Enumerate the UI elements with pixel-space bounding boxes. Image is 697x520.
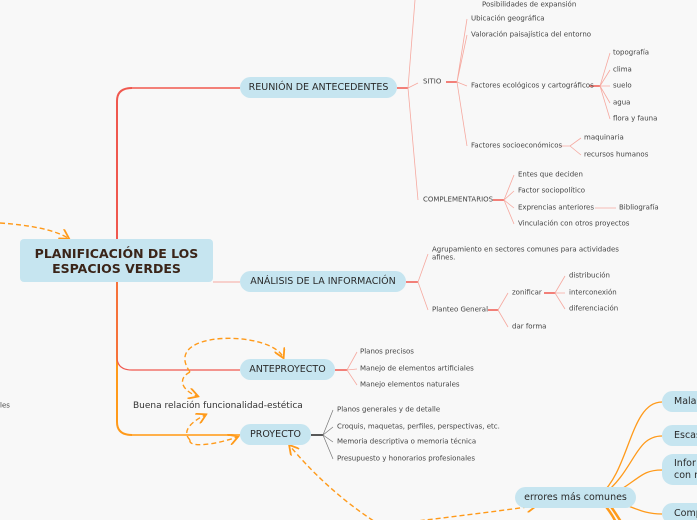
- subtopic-item[interactable]: Vinculación con otros proyectos: [518, 219, 630, 228]
- subtopic-item[interactable]: maquinaria: [584, 133, 624, 142]
- errores-item-label: Mala: [674, 395, 697, 407]
- floating-errores[interactable]: errores más comunes: [515, 487, 636, 508]
- subtopic-item[interactable]: Memoria descriptiva o memoria técnica: [337, 437, 477, 446]
- subtopic-item[interactable]: interconexión: [569, 288, 617, 297]
- subtopic-item[interactable]: agua: [613, 98, 631, 107]
- subtopic-item[interactable]: flora y fauna: [613, 114, 658, 123]
- errores-item-label: Comp: [674, 507, 697, 519]
- subtopic-planteo[interactable]: Planteo General: [432, 305, 489, 314]
- subtopic-dar-forma[interactable]: dar forma: [512, 322, 547, 331]
- subtopic-item[interactable]: topografía: [613, 48, 650, 57]
- trunk-red: [116, 87, 240, 239]
- subtopic-item[interactable]: diferenciación: [569, 304, 619, 313]
- floating-buena-relacion[interactable]: Buena relación funcionalidad-estética: [133, 401, 303, 411]
- subtopic-item[interactable]: Ubicación geográfica: [471, 14, 545, 23]
- subtopic-posibilidades[interactable]: Posibilidades de expansión: [482, 0, 577, 9]
- topic-reunion[interactable]: REUNIÓN DE ANTECEDENTES: [240, 77, 397, 98]
- errores-item-mala[interactable]: Mala: [662, 391, 697, 412]
- topic-anteproyecto[interactable]: ANTEPROYECTO: [240, 359, 335, 380]
- errores-item-escas[interactable]: Escas: [662, 425, 697, 446]
- subtopic-item[interactable]: Presupuesto y honorarios profesionales: [337, 454, 475, 463]
- subtopic-item[interactable]: Valoración paisajística del entorno: [471, 30, 592, 39]
- errores-item-comp[interactable]: Comp: [662, 503, 697, 520]
- subtopic-item[interactable]: Planos generales y de detalle: [337, 405, 441, 414]
- subtopic-zonificar[interactable]: zonificar: [512, 288, 542, 297]
- dashed-relations: [0, 222, 535, 520]
- subtopic-item[interactable]: suelo: [613, 81, 632, 90]
- subtopic-item[interactable]: Croquis, maquetas, perfiles, perspectiva…: [337, 422, 500, 431]
- subtopic-item[interactable]: recursos humanos: [584, 150, 649, 159]
- errores-item-label: con n: [674, 469, 697, 481]
- subtopic-agrupamiento-line-2[interactable]: afines.: [432, 253, 456, 262]
- trunk-orange: [116, 282, 240, 436]
- subtopic-item[interactable]: Planos precisos: [360, 347, 414, 356]
- subtopic-complementarios[interactable]: COMPLEMENTARIOS: [423, 195, 494, 204]
- topic-proyecto[interactable]: PROYECTO: [240, 424, 311, 445]
- errores-item-label: Infor: [674, 457, 696, 469]
- subtopic-item[interactable]: Exprencias anteriores: [518, 203, 594, 212]
- subtopic-sitio[interactable]: SITIO: [423, 77, 442, 86]
- subtopic-bibliografia[interactable]: Bibliografía: [619, 203, 659, 212]
- central-title-line-1: PLANIFICACIÓN DE LOS: [34, 245, 199, 261]
- subtopic-item[interactable]: Factor sociopolítico: [518, 186, 586, 195]
- central-topic[interactable]: PLANIFICACIÓN DE LOS ESPACIOS VERDES: [20, 239, 213, 282]
- topic-analisis[interactable]: ANÁLISIS DE LA INFORMACIÓN: [240, 271, 406, 292]
- floating-cut-text: les: [0, 401, 10, 410]
- subtopic-item[interactable]: Factores socioeconómicos: [471, 141, 563, 150]
- subtopic-agrupamiento-line-1[interactable]: Agrupamiento en sectores comunes para ac…: [432, 245, 619, 254]
- subtopic-item[interactable]: clima: [613, 65, 632, 74]
- subtopic-item[interactable]: Manejo de elementos artificiales: [360, 364, 474, 373]
- central-title-line-2: ESPACIOS VERDES: [52, 260, 181, 276]
- subtopic-item[interactable]: Manejo elementos naturales: [360, 380, 460, 389]
- subtopic-item[interactable]: distribución: [569, 271, 610, 280]
- subtopic-item[interactable]: Factores ecológicos y cartográficos: [471, 81, 594, 90]
- errores-item-label: Escas: [674, 429, 697, 441]
- subtopic-item[interactable]: Entes que deciden: [518, 170, 583, 179]
